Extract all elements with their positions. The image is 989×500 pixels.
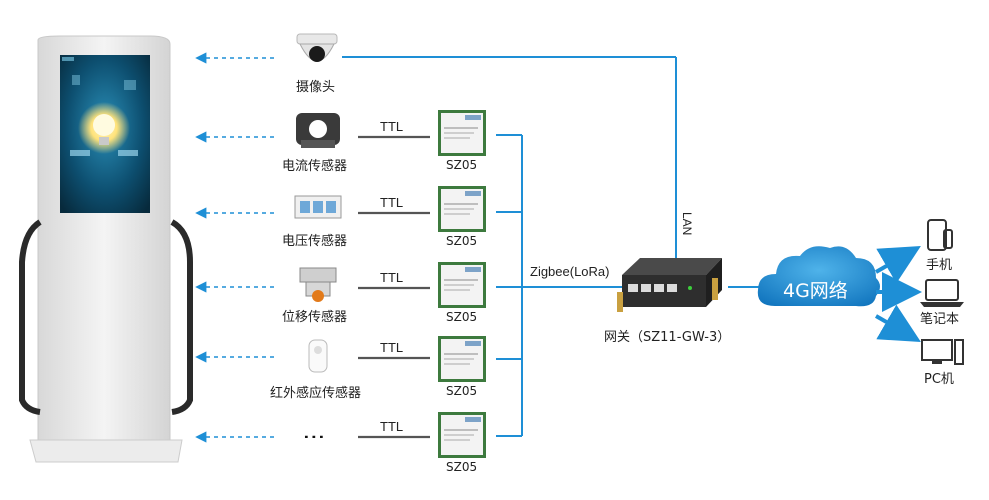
sz05-module-1 — [438, 110, 486, 156]
ttl-label-2: TTL — [380, 195, 404, 210]
ttl-links — [358, 135, 430, 439]
lan-label: LAN — [680, 212, 694, 236]
sz05-label-2: SZ05 — [446, 234, 478, 248]
displacement-sensor-label: 位移传感器 — [282, 310, 348, 325]
infrared-sensor-icon — [308, 339, 328, 373]
ttl-label-3: TTL — [380, 270, 404, 285]
voltage-sensor-label: 电压传感器 — [282, 234, 348, 249]
laptop-label: 笔记本 — [920, 312, 960, 327]
more-sensors-ellipsis: ⋮ — [301, 426, 326, 450]
cloud-4g-network — [757, 246, 880, 307]
current-sensor-label: 电流传感器 — [282, 159, 348, 174]
camera-icon — [296, 33, 338, 62]
displacement-sensor-icon — [299, 267, 337, 302]
kiosk-links — [195, 52, 275, 443]
sz05-label-5: SZ05 — [446, 460, 478, 474]
laptop-icon — [920, 279, 964, 307]
sz05-module-4 — [438, 336, 486, 382]
gateway-label: 网关（SZ11-GW-3） — [604, 330, 731, 345]
pc-label: PC机 — [924, 372, 954, 387]
cloud-device-links — [874, 245, 922, 343]
sz05-label-3: SZ05 — [446, 310, 478, 324]
sz05-label-1: SZ05 — [446, 158, 478, 172]
phone-icon — [927, 219, 953, 251]
phone-label: 手机 — [926, 258, 953, 273]
infrared-sensor-label: 红外感应传感器 — [270, 386, 362, 401]
current-sensor-icon — [296, 113, 340, 148]
kiosk-terminal — [19, 35, 193, 463]
sz05-module-5 — [438, 412, 486, 458]
lan-link — [342, 56, 677, 258]
sz05-module-3 — [438, 262, 486, 308]
ttl-label-1: TTL — [380, 119, 404, 134]
sz05-label-4: SZ05 — [446, 384, 478, 398]
voltage-sensor-icon — [294, 195, 342, 219]
pc-icon — [921, 339, 964, 365]
ttl-label-5: TTL — [380, 419, 404, 434]
ttl-label-4: TTL — [380, 340, 404, 355]
camera-label: 摄像头 — [296, 80, 336, 95]
sz05-module-2 — [438, 186, 486, 232]
cloud-label: 4G网络 — [783, 280, 848, 302]
gateway-device — [617, 258, 722, 312]
zigbee-bus — [496, 134, 622, 437]
sz05-modules — [438, 110, 486, 458]
bus-label: Zigbee(LoRa) — [530, 264, 610, 279]
